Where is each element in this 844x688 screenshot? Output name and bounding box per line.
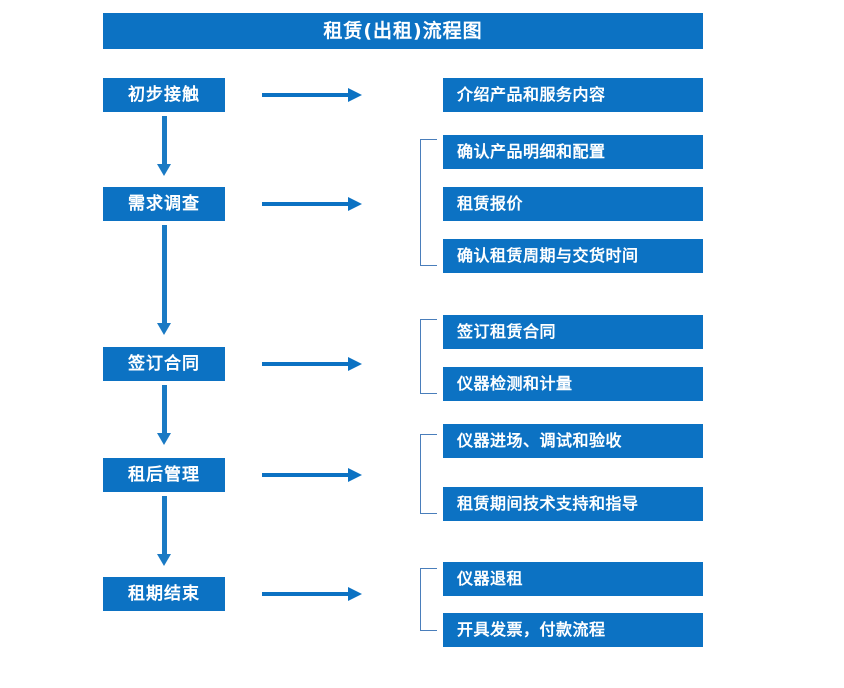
arrow-head bbox=[348, 587, 362, 601]
stage-box-租后管理[interactable]: 租后管理 bbox=[103, 458, 225, 492]
vertical-connector-arrow-icon-4 bbox=[157, 496, 171, 568]
vertical-connector-arrow-icon-3 bbox=[157, 385, 171, 447]
horizontal-arrow-icon-stage-3 bbox=[262, 357, 362, 371]
group-bracket-icon-stage-3 bbox=[420, 319, 437, 394]
arrow-head bbox=[157, 164, 171, 176]
diagram-title: 租赁(出租)流程图 bbox=[103, 13, 703, 49]
arrow-head bbox=[348, 357, 362, 371]
vertical-connector-arrow-icon-1 bbox=[157, 116, 171, 178]
arrow-shaft bbox=[262, 473, 350, 477]
group-bracket-icon-stage-2 bbox=[420, 139, 437, 266]
detail-box-仪器退租[interactable]: 仪器退租 bbox=[443, 562, 703, 596]
detail-box-租赁报价[interactable]: 租赁报价 bbox=[443, 187, 703, 221]
horizontal-arrow-icon-stage-1 bbox=[262, 88, 362, 102]
arrow-shaft bbox=[262, 362, 350, 366]
stage-box-需求调查[interactable]: 需求调查 bbox=[103, 187, 225, 221]
detail-box-签订租赁合同[interactable]: 签订租赁合同 bbox=[443, 315, 703, 349]
arrow-shaft bbox=[162, 385, 167, 435]
arrow-shaft bbox=[262, 93, 350, 97]
detail-box-确认产品明细和配置[interactable]: 确认产品明细和配置 bbox=[443, 135, 703, 169]
detail-box-开具发票付款流程[interactable]: 开具发票，付款流程 bbox=[443, 613, 703, 647]
arrow-head bbox=[157, 554, 171, 566]
arrow-shaft bbox=[262, 202, 350, 206]
group-bracket-icon-stage-4 bbox=[420, 434, 437, 514]
arrow-head bbox=[157, 323, 171, 335]
vertical-connector-arrow-icon-2 bbox=[157, 225, 171, 337]
detail-box-介绍产品和服务内容[interactable]: 介绍产品和服务内容 bbox=[443, 78, 703, 112]
arrow-shaft bbox=[162, 116, 167, 166]
arrow-shaft bbox=[162, 496, 167, 556]
horizontal-arrow-icon-stage-5 bbox=[262, 587, 362, 601]
detail-box-确认租赁周期与交货时间[interactable]: 确认租赁周期与交货时间 bbox=[443, 239, 703, 273]
horizontal-arrow-icon-stage-4 bbox=[262, 468, 362, 482]
arrow-shaft bbox=[262, 592, 350, 596]
group-bracket-icon-stage-5 bbox=[420, 568, 437, 631]
horizontal-arrow-icon-stage-2 bbox=[262, 197, 362, 211]
stage-box-签订合同[interactable]: 签订合同 bbox=[103, 347, 225, 381]
stage-box-初步接触[interactable]: 初步接触 bbox=[103, 78, 225, 112]
arrow-shaft bbox=[162, 225, 167, 325]
detail-box-仪器检测和计量[interactable]: 仪器检测和计量 bbox=[443, 367, 703, 401]
arrow-head bbox=[348, 468, 362, 482]
detail-box-仪器进场调试和验收[interactable]: 仪器进场、调试和验收 bbox=[443, 424, 703, 458]
arrow-head bbox=[157, 433, 171, 445]
stage-box-租期结束[interactable]: 租期结束 bbox=[103, 577, 225, 611]
arrow-head bbox=[348, 197, 362, 211]
arrow-head bbox=[348, 88, 362, 102]
detail-box-租赁期间技术支持和指导[interactable]: 租赁期间技术支持和指导 bbox=[443, 487, 703, 521]
